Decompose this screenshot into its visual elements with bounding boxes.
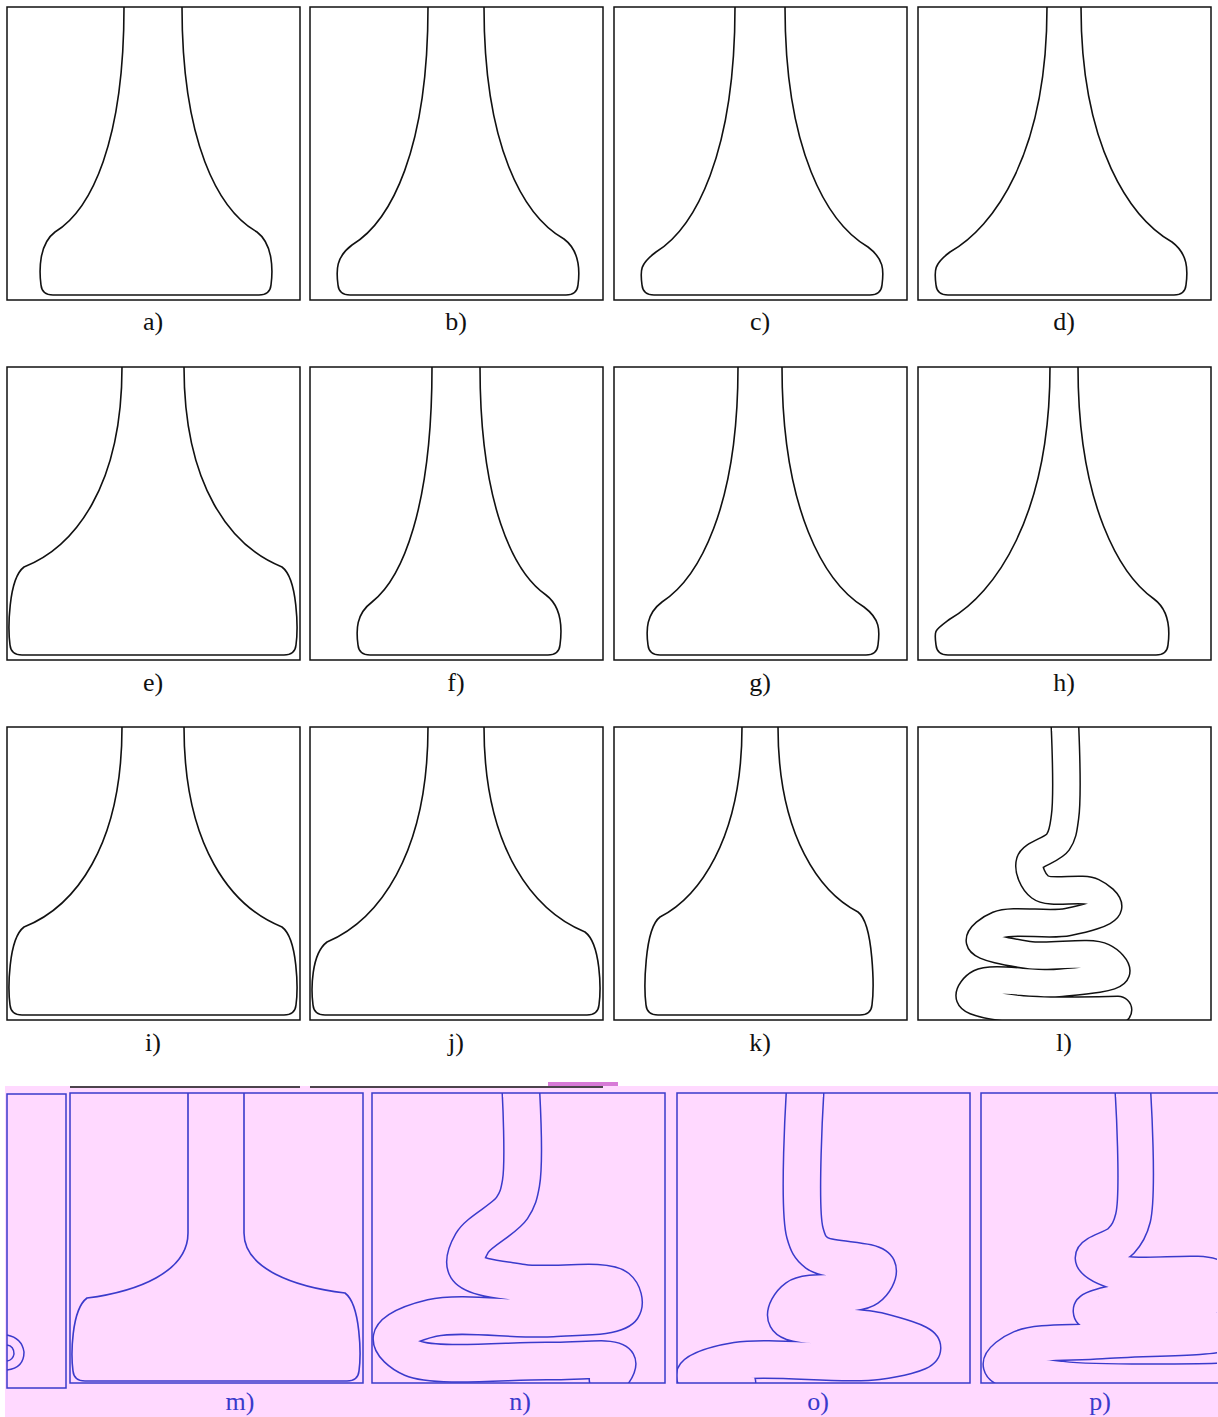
panel: [7, 7, 300, 300]
panel: [372, 1091, 665, 1383]
cut-edge: [70, 1086, 300, 1088]
panel: [677, 1091, 970, 1383]
panel-frame: [7, 367, 300, 660]
fluid-outline: [312, 727, 600, 1015]
panel-ground: [310, 727, 603, 1020]
panel: [310, 727, 603, 1020]
panel-ground: [310, 367, 603, 660]
panel-frame: [7, 7, 300, 300]
panel: [70, 1093, 363, 1383]
panel-label: c): [750, 309, 770, 335]
fluid-outline: [357, 367, 561, 655]
panel-frame: [981, 1093, 1218, 1383]
panel: [918, 367, 1211, 660]
panel-frame: [677, 1093, 970, 1383]
fluid-body: [695, 1093, 922, 1383]
panel-ground: [614, 7, 907, 300]
fluid-body: [392, 1093, 624, 1379]
fluid-body: [1052, 725, 1078, 731]
fluid-outline: [935, 367, 1169, 655]
fluid-outline: [935, 7, 1187, 295]
panel-label: j): [448, 1030, 464, 1056]
fluid-body: [787, 1091, 823, 1097]
panel-label: k): [749, 1030, 771, 1056]
panel: [7, 367, 300, 660]
fluid-body: [503, 1091, 539, 1097]
panel-label: m): [226, 1389, 255, 1415]
panel: [918, 725, 1211, 1020]
panel-label: d): [1053, 309, 1075, 335]
fluid-outline: [695, 1093, 922, 1383]
panel-ground: [614, 727, 907, 1020]
panel-ground: [918, 7, 1211, 300]
panel-ground: [918, 367, 1211, 660]
color-smudge: [548, 1082, 618, 1086]
panel-frame: [70, 1093, 363, 1383]
panel-frame: [918, 727, 1211, 1020]
fluid-outline: [645, 727, 873, 1015]
panel-label: f): [447, 670, 464, 696]
fluid-outline: [647, 367, 879, 655]
panel-frame: [310, 7, 603, 300]
panel-frame: [310, 367, 603, 660]
panel-label: h): [1053, 670, 1075, 696]
panel-label: n): [509, 1389, 531, 1415]
panel: [614, 727, 907, 1020]
panel-ground: [677, 1093, 970, 1383]
panel: [310, 7, 603, 300]
panel: [981, 1091, 1218, 1383]
cut-edge: [310, 1086, 603, 1088]
fluid-body: [1116, 1091, 1150, 1097]
fluid-body: [1001, 1093, 1218, 1382]
panel-ground: [310, 7, 603, 300]
panel-label: i): [145, 1030, 161, 1056]
panel-ground: [614, 367, 907, 660]
panel-ground: [7, 7, 300, 300]
fluid-outline: [337, 7, 579, 295]
panel-label: l): [1056, 1030, 1072, 1056]
panel-label: b): [445, 309, 467, 335]
fluid-outline: [9, 367, 297, 655]
fluid-outline: [1001, 1093, 1218, 1382]
fluid-outline: [970, 727, 1118, 1011]
panel-ground: [7, 727, 300, 1020]
panel-ground: [70, 1093, 363, 1383]
panel-ground: [372, 1093, 665, 1383]
panel: [7, 727, 300, 1020]
panel-label: e): [143, 670, 163, 696]
panel-ground: [918, 727, 1211, 1020]
panel: [614, 367, 907, 660]
panel-label: g): [749, 670, 771, 696]
panel: [614, 7, 907, 300]
panel-ground: [7, 367, 300, 660]
fluid-outline: [40, 7, 272, 295]
fluid-outline: [9, 727, 297, 1015]
panel-label: p): [1089, 1389, 1111, 1415]
fluid-outline: [7, 1335, 24, 1370]
panel-frame: [918, 7, 1211, 300]
panel-label: o): [807, 1389, 829, 1415]
panel-frame: [372, 1093, 665, 1383]
fluid-outline: [72, 1093, 360, 1381]
panel-frame: [614, 727, 907, 1020]
panel: [310, 367, 603, 660]
panel-frame: [310, 727, 603, 1020]
panel-frame: [614, 7, 907, 300]
fluid-outline: [641, 7, 883, 295]
panel-frame: [7, 727, 300, 1020]
panel-frame: [7, 1094, 66, 1388]
fluid-outline: [392, 1093, 624, 1379]
panel-label: a): [143, 309, 163, 335]
fluid-body: [970, 727, 1118, 1011]
panel-frame: [614, 367, 907, 660]
panel-frame: [918, 367, 1211, 660]
panel: [918, 7, 1211, 300]
